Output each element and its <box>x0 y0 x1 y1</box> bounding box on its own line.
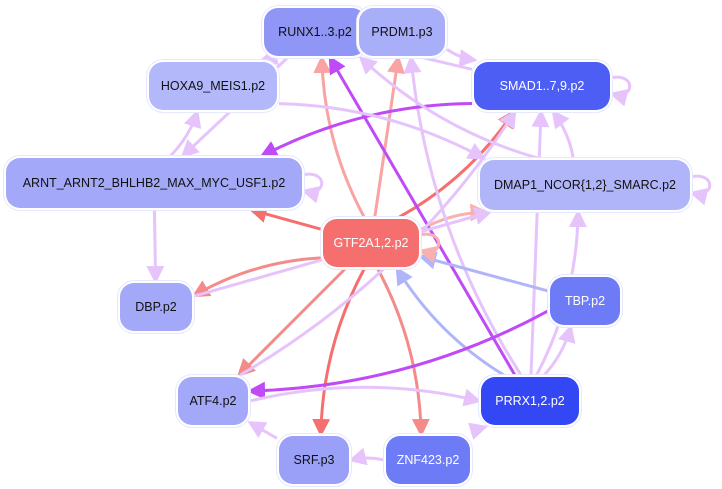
edge-tbp-to-gtf <box>418 251 549 293</box>
edge-arnt-to-hoxa <box>169 109 202 158</box>
edge-atf-to-prrx <box>249 385 482 407</box>
edge-prrx-to-tbp <box>543 324 576 377</box>
self-loop-arnt <box>301 172 324 204</box>
edge-znf-to-prrx <box>468 422 488 440</box>
node-label: ATF4.p2 <box>189 394 237 408</box>
node-atf[interactable]: ATF4.p2 <box>178 377 248 425</box>
node-label: DMAP1_NCOR{1,2}_SMARC.p2 <box>493 178 677 192</box>
edge-prrx-to-gtf <box>395 266 505 377</box>
edge-gtf-to-runx <box>313 55 366 218</box>
node-label: PRDM1.p3 <box>371 25 433 39</box>
node-gtf[interactable]: GTF2A1,2.p2 <box>323 219 419 267</box>
self-loop-gtf <box>418 232 441 264</box>
node-srf[interactable]: SRF.p3 <box>279 436 349 484</box>
edge-gtf-to-arnt <box>248 205 322 231</box>
node-label: GTF2A1,2.p2 <box>333 236 409 250</box>
edge-prdm-to-smad <box>446 48 478 67</box>
edge-gtf-to-prdm <box>373 55 405 218</box>
node-label: DBP.p2 <box>135 300 177 314</box>
node-label: ARNT_ARNT2_BHLHB2_MAX_MYC_USF1.p2 <box>22 176 286 190</box>
edge-gtf-to-atf <box>236 267 347 378</box>
node-label: PRRX1,2.p2 <box>495 394 565 408</box>
node-label: TBP.p2 <box>564 294 606 308</box>
node-hoxa[interactable]: HOXA9_MEIS1.p2 <box>149 62 277 110</box>
node-runx[interactable]: RUNX1..3.p2 <box>264 8 366 56</box>
edge-hoxa-to-dmap <box>278 102 487 160</box>
edge-znf-to-srf <box>348 447 385 466</box>
node-label: ZNF423.p2 <box>396 453 460 467</box>
edge-prrx-to-runx <box>328 55 517 376</box>
node-znf[interactable]: ZNF423.p2 <box>386 436 470 484</box>
edge-gtf-to-znf <box>376 268 430 437</box>
edge-dmap-to-runx <box>358 55 538 160</box>
node-smad[interactable]: SMAD1..7,9.p2 <box>474 62 610 110</box>
node-arnt[interactable]: ARNT_ARNT2_BHLHB2_MAX_MYC_USF1.p2 <box>6 158 302 208</box>
edge-runx-to-hoxa <box>259 47 279 65</box>
node-dbp[interactable]: DBP.p2 <box>120 283 192 331</box>
node-dmap[interactable]: DMAP1_NCOR{1,2}_SMARC.p2 <box>480 160 690 210</box>
edge-smad-to-arnt <box>259 102 473 158</box>
node-prdm[interactable]: PRDM1.p3 <box>359 8 445 56</box>
self-loop-smad <box>609 75 632 107</box>
edge-gtf-to-dbp <box>191 256 322 298</box>
node-tbp[interactable]: TBP.p2 <box>550 277 620 325</box>
self-loop-dmap <box>689 174 712 206</box>
edge-tbp-to-atf <box>247 309 549 400</box>
node-label: RUNX1..3.p2 <box>278 25 352 39</box>
edge-arnt-to-dbp <box>146 209 165 284</box>
node-label: SRF.p3 <box>293 453 335 467</box>
edge-srf-to-atf <box>247 421 278 440</box>
node-prrx[interactable]: PRRX1,2.p2 <box>481 377 579 425</box>
edge-prrx-to-smad <box>529 109 550 376</box>
edge-dmap-to-smad <box>551 109 575 159</box>
edge-gtf-to-srf <box>312 268 366 437</box>
node-label: SMAD1..7,9.p2 <box>499 79 585 93</box>
node-label: HOXA9_MEIS1.p2 <box>160 79 266 93</box>
